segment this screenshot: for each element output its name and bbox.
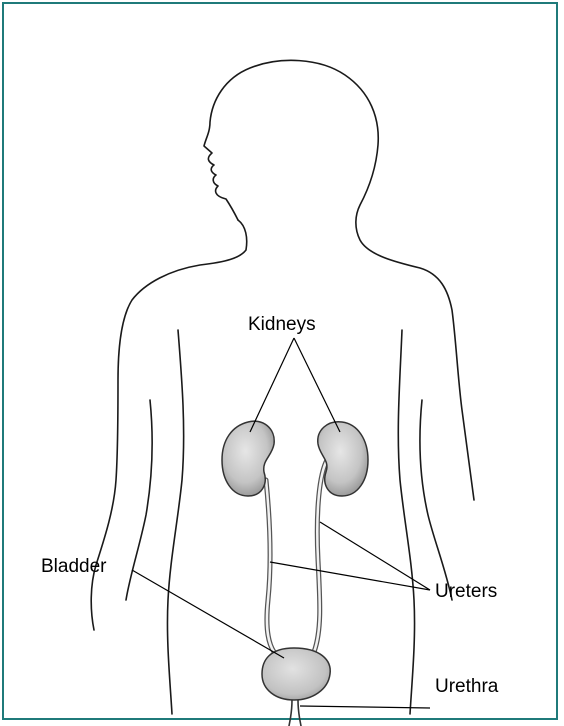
urethra-label: Urethra (435, 676, 499, 697)
ureters-label: Ureters (435, 581, 497, 602)
urethra-tube (286, 700, 304, 726)
kidneys-leader-right (294, 338, 340, 432)
kidneys (222, 421, 368, 496)
ureters-leader-left (270, 562, 430, 590)
bladder (262, 648, 330, 726)
ureters (266, 462, 326, 652)
bladder-label: Bladder (41, 556, 107, 577)
left-arm-inner (126, 400, 152, 600)
bladder-leader (132, 570, 284, 658)
head-outline (91, 220, 247, 630)
kidneys-leader-left (250, 338, 294, 432)
kidneys-label: Kidneys (248, 314, 316, 335)
torso-left (167, 330, 183, 714)
right-arm-inner (420, 400, 452, 600)
bladder-body (262, 648, 330, 700)
body-outline (91, 60, 474, 714)
torso-right (398, 330, 414, 714)
right-kidney (318, 422, 368, 496)
